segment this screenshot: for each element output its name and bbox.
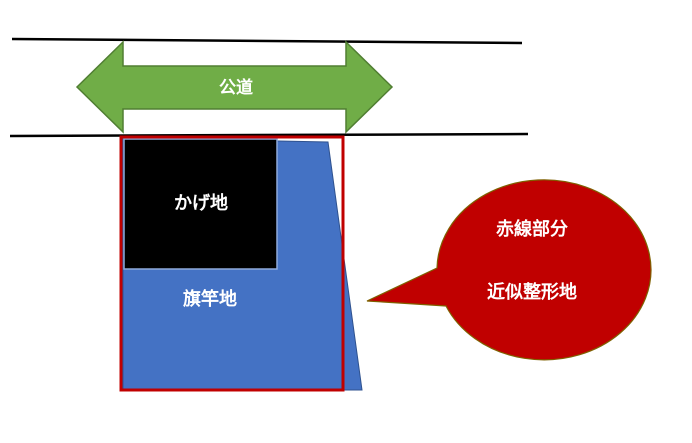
shaded-land-label: かげ地 (174, 192, 228, 214)
shaded-land-shape (123, 138, 278, 270)
road-arrow (75, 40, 394, 134)
callout-line1: 赤線部分 (496, 218, 568, 240)
approx-rect-outline (119, 135, 345, 392)
callout-bubble (366, 179, 652, 361)
road-top-line (11, 37, 523, 45)
flag-lot-label: 旗竿地 (183, 288, 237, 310)
road-label: 公道 (219, 77, 253, 98)
callout-line2: 近似整形地 (487, 281, 577, 303)
road-bottom-line (9, 132, 529, 138)
